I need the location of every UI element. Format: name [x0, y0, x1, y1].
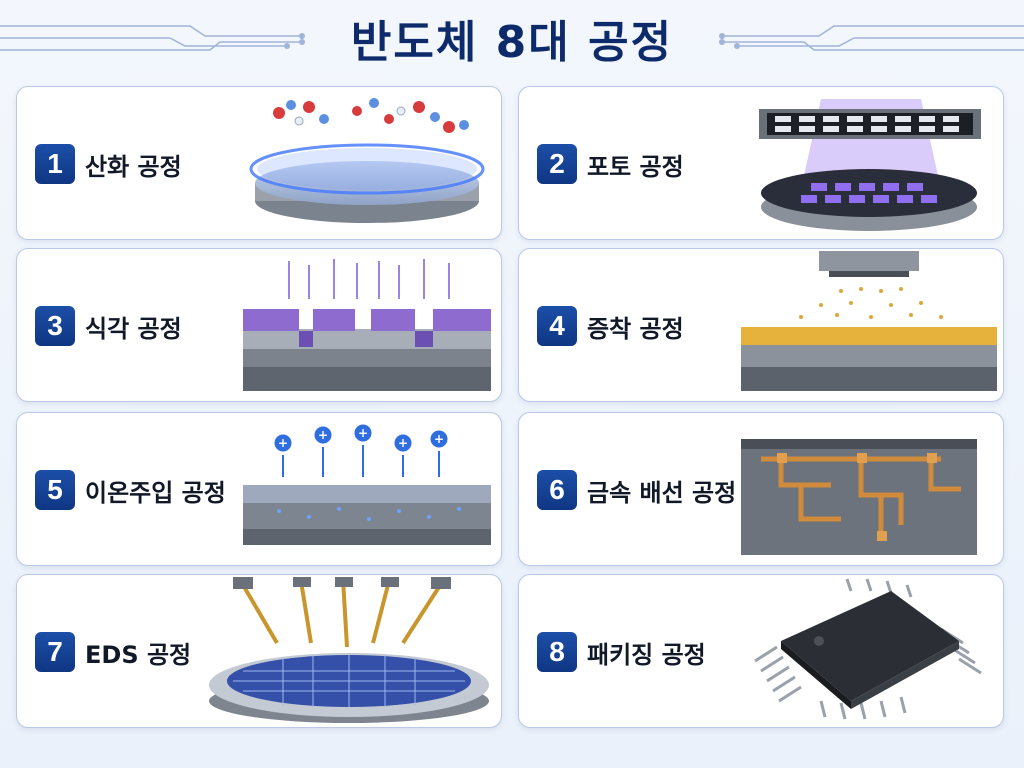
step-label: 포토 공정: [587, 153, 684, 181]
circuit-decoration-left-icon: [0, 25, 305, 51]
process-card-3: 3 식각 공정: [16, 248, 502, 402]
step-label: 증착 공정: [587, 315, 684, 343]
title-bar: 반도체 8대 공정: [0, 0, 1024, 80]
process-card-1: 1 산화 공정: [16, 86, 502, 240]
step-number-badge: 8: [537, 632, 577, 672]
page-title: 반도체 8대 공정: [350, 17, 674, 68]
step-label: 식각 공정: [85, 315, 182, 343]
metal-wiring-icon: [741, 439, 977, 555]
photomask-exposure-icon: [759, 99, 981, 231]
step-number-badge: 4: [537, 306, 577, 346]
step-number-badge: 3: [35, 306, 75, 346]
circuit-decoration-right-icon: [719, 25, 1024, 51]
svg-text:+: +: [318, 428, 328, 442]
svg-text:+: +: [278, 436, 288, 450]
step-number-badge: 5: [35, 470, 75, 510]
step-number-badge: 7: [35, 632, 75, 672]
step-number-badge: 6: [537, 470, 577, 510]
svg-text:+: +: [358, 426, 368, 440]
etching-layers-icon: [243, 259, 491, 391]
step-label: 산화 공정: [85, 153, 182, 181]
process-card-2: 2 포토 공정: [518, 86, 1004, 240]
step-label: 이온주입 공정: [85, 479, 226, 507]
process-card-8: 8 패키징 공정: [518, 574, 1004, 728]
process-card-5: 5 이온주입 공정 + + + + +: [16, 412, 502, 566]
step-label: 금속 배선 공정: [587, 479, 737, 507]
svg-text:+: +: [434, 432, 444, 446]
deposition-layer-icon: [741, 251, 997, 391]
process-card-4: 4 증착 공정: [518, 248, 1004, 402]
step-number-badge: 1: [35, 144, 75, 184]
step-label: 패키징 공정: [587, 641, 706, 669]
chip-package-icon: [754, 578, 982, 720]
ion-implantation-icon: + + + + +: [243, 423, 491, 545]
svg-text:+: +: [398, 436, 408, 450]
process-card-6: 6 금속 배선 공정: [518, 412, 1004, 566]
probe-test-wafer-icon: [209, 577, 489, 723]
step-label: EDS 공정: [85, 641, 192, 669]
step-number-badge: 2: [537, 144, 577, 184]
oxidation-wafer-icon: [249, 98, 485, 223]
process-card-7: 7 EDS 공정: [16, 574, 502, 728]
